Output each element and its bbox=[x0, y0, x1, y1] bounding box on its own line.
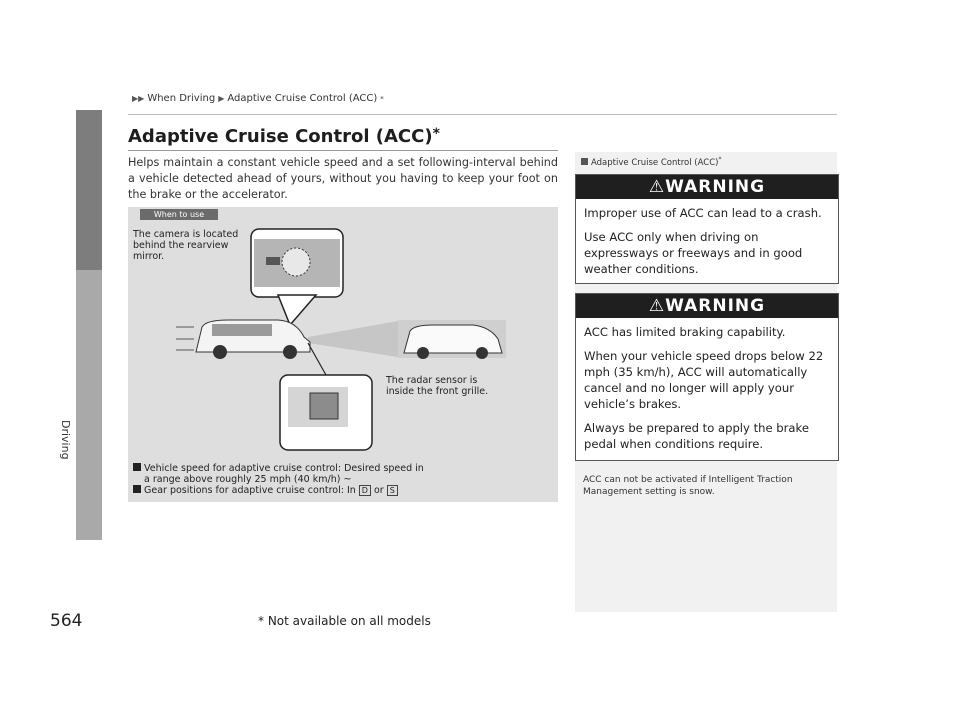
breadcrumb-arrow-icon: ▶▶ bbox=[132, 94, 145, 103]
warning-line: Always be prepared to apply the brake pe… bbox=[584, 421, 809, 451]
intro-paragraph: Helps maintain a constant vehicle speed … bbox=[128, 156, 558, 201]
footnote: * Not available on all models bbox=[258, 614, 431, 628]
breadcrumb-item-when-driving[interactable]: When Driving bbox=[147, 93, 216, 104]
camera-lens-icon bbox=[281, 247, 311, 277]
warning-line: When your vehicle speed drops below 22 m… bbox=[584, 349, 824, 411]
gear-condition: Gear positions for adaptive cruise contr… bbox=[133, 485, 553, 496]
notes-header: Adaptive Cruise Control (ACC)* bbox=[581, 156, 721, 168]
page-title-star: * bbox=[432, 126, 440, 142]
when-to-use-tag: When to use bbox=[140, 209, 218, 220]
own-vehicle-icon bbox=[176, 319, 311, 359]
gear-s-key: S bbox=[386, 485, 398, 496]
lead-vehicle-icon bbox=[398, 320, 506, 359]
notes-header-text: Adaptive Cruise Control (ACC) bbox=[591, 157, 719, 168]
warning-title: WARNING bbox=[665, 296, 766, 316]
warning-triangle-icon: ⚠ bbox=[648, 296, 666, 316]
warning-triangle-icon: ⚠ bbox=[648, 177, 666, 197]
title-underline bbox=[128, 150, 558, 151]
notes-header-star: * bbox=[718, 156, 722, 163]
page-number: 564 bbox=[50, 611, 83, 631]
not-available-marker: * bbox=[380, 94, 384, 103]
radar-sensor-icon bbox=[309, 392, 339, 420]
camera-callout-pointer bbox=[276, 294, 318, 327]
warning-box-2: ⚠WARNING ACC has limited braking capabil… bbox=[575, 293, 839, 461]
warning-text: Improper use of ACC can lead to a crash.… bbox=[576, 199, 838, 283]
breadcrumb-arrow-icon: ▶ bbox=[218, 94, 225, 103]
radar-caption: The radar sensor is inside the front gri… bbox=[386, 375, 489, 397]
breadcrumb: ▶▶ When Driving ▶ Adaptive Cruise Contro… bbox=[132, 93, 384, 104]
warning-title: WARNING bbox=[665, 177, 766, 197]
conditions-list: Vehicle speed for adaptive cruise contro… bbox=[133, 463, 553, 496]
warning-header: ⚠WARNING bbox=[576, 294, 838, 318]
breadcrumb-item-acc[interactable]: Adaptive Cruise Control (ACC) bbox=[227, 93, 378, 104]
section-tab bbox=[76, 110, 102, 540]
bullet-square-icon bbox=[133, 463, 141, 471]
acc-illustration bbox=[176, 228, 506, 451]
camera-module bbox=[266, 257, 280, 265]
section-label: Driving bbox=[59, 420, 72, 460]
page-title-text: Adaptive Cruise Control (ACC) bbox=[128, 126, 433, 147]
warning-text: ACC has limited braking capability. When… bbox=[576, 318, 838, 458]
warning-header: ⚠WARNING bbox=[576, 175, 838, 199]
warning-line: ACC has limited braking capability. bbox=[584, 325, 786, 339]
bullet-square-icon bbox=[133, 485, 141, 493]
warning-box-1: ⚠WARNING Improper use of ACC can lead to… bbox=[575, 174, 839, 284]
camera-caption: The camera is located behind the rearvie… bbox=[133, 229, 239, 262]
snow-mode-note: ACC can not be activated if Intelligent … bbox=[583, 475, 793, 497]
section-tab-highlight bbox=[76, 110, 102, 270]
gear-condition-text: Gear positions for adaptive cruise contr… bbox=[144, 485, 356, 496]
speed-condition: Vehicle speed for adaptive cruise contro… bbox=[133, 463, 553, 474]
speed-condition-line1: Vehicle speed for adaptive cruise contro… bbox=[144, 463, 424, 474]
warning-line: Use ACC only when driving on expressways… bbox=[584, 230, 803, 276]
gear-d-key: D bbox=[358, 485, 371, 496]
speed-condition-line2: a range above roughly 25 mph (40 km/h) ~ bbox=[144, 474, 352, 485]
header-divider bbox=[128, 114, 837, 115]
radar-callout-pointer bbox=[307, 342, 327, 376]
warning-line: Improper use of ACC can lead to a crash. bbox=[584, 206, 822, 220]
page-title: Adaptive Cruise Control (ACC)* bbox=[128, 126, 440, 147]
radar-beam bbox=[308, 321, 398, 357]
gear-or-text: or bbox=[374, 485, 384, 496]
notes-header-icon bbox=[581, 157, 588, 165]
